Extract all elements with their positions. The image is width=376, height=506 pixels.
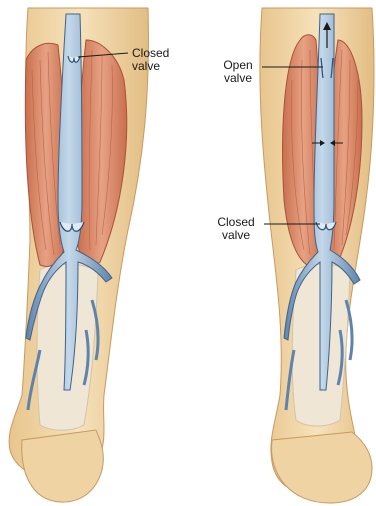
right-leg-foot [272, 432, 372, 503]
right-leg [260, 8, 374, 503]
left-leg [9, 8, 148, 502]
left-closed-valve-label: Closed valve [132, 47, 169, 73]
left-leg-foot [22, 430, 104, 502]
right-open-valve-label: Open valve [211, 59, 265, 85]
right-closed-valve-label: Closed valve [207, 216, 265, 242]
